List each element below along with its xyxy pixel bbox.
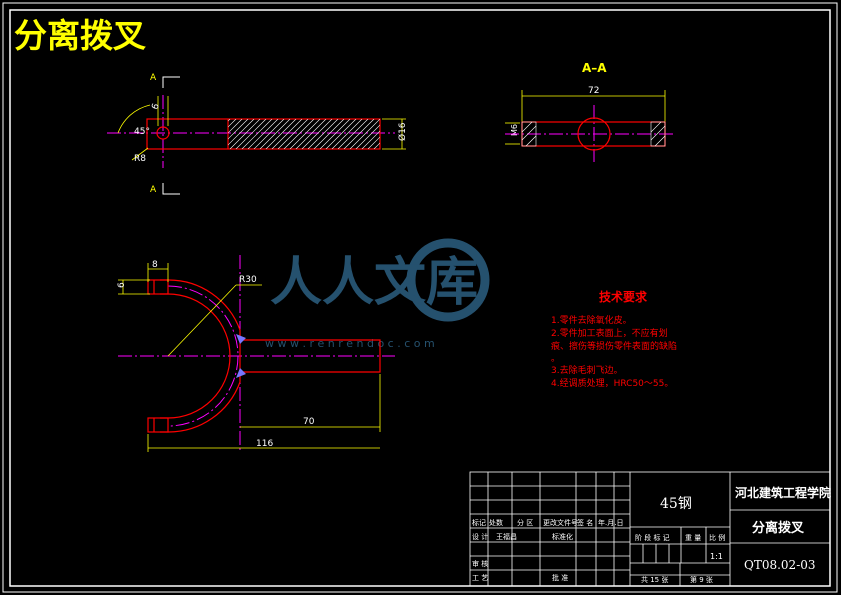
material: 45钢 <box>660 496 692 512</box>
tech-line-4: 。 <box>551 354 560 364</box>
tb-review-label: 审 核 <box>472 559 488 568</box>
watermark-logo-icon <box>406 238 490 322</box>
section-mark-bottom: A <box>150 185 157 195</box>
tech-heading: 技术要求 <box>599 289 648 304</box>
tb-label-change: 更改文件号 <box>543 518 578 527</box>
tech-line-2: 2.零件加工表面上，不应有划 <box>551 327 668 339</box>
tb-std-label: 标准化 <box>552 532 573 541</box>
dim-dia16: Ø16 <box>397 122 408 141</box>
watermark: 人人文库 w w w . r e n r e n d o c . c o m <box>265 238 490 350</box>
watermark-text: 人人文库 <box>270 253 478 313</box>
tb-approve-label: 批 准 <box>552 573 568 582</box>
tb-label-count: 处数 <box>489 518 503 527</box>
watermark-url: w w w . r e n r e n d o c . c o m <box>265 337 435 350</box>
hatch-area <box>228 119 380 149</box>
dim-72: 72 <box>588 86 599 96</box>
weight-label: 重 量 <box>685 534 701 542</box>
pin-hole <box>156 126 170 140</box>
front-view: 8 6 R30 70 116 <box>117 255 395 452</box>
dim-r8: R8 <box>134 154 146 164</box>
section-bore <box>577 117 611 151</box>
dim-hole-6: 6 <box>150 102 161 111</box>
dim-r30: R30 <box>239 275 257 285</box>
dim-70: 70 <box>303 417 315 427</box>
stage-label: 阶 段 标 记 <box>635 533 670 542</box>
tb-label-date: 年.月.日 <box>598 518 623 527</box>
section-marks <box>162 76 180 195</box>
tech-line-3: 痕、擦伤等损伤零件表面的缺陷 <box>551 340 677 352</box>
tech-line-1: 1.零件去除氧化皮。 <box>551 314 632 326</box>
title-block-text: 45钢 河北建筑工程学院 分离拨叉 QT08.02-03 1:1 阶 段 标 记… <box>472 485 831 584</box>
tech-line-6: 4.经调质处理，HRC50～55。 <box>551 377 673 389</box>
dim-m6: M6 <box>510 124 519 136</box>
school-name: 河北建筑工程学院 <box>734 485 831 500</box>
tb-label-mark: 标记 <box>472 518 486 527</box>
top-view: A A 6 45° R8 Ø16 <box>107 73 408 195</box>
tb-label-sign: 签 名 <box>577 518 593 527</box>
section-mark-top: A <box>150 73 157 83</box>
dim-116: 116 <box>256 439 273 449</box>
part-name: 分离拨叉 <box>752 520 805 536</box>
tb-label-zone: 分 区 <box>517 518 533 527</box>
drawing-title: 分离拨叉 <box>14 16 146 55</box>
tb-designer: 王福昌 <box>496 532 517 541</box>
drawing-number: QT08.02-03 <box>744 558 816 572</box>
sheet-total: 共 15 张 <box>641 575 668 584</box>
inner-frame <box>9 9 831 587</box>
title-block <box>469 471 831 587</box>
front-dims <box>118 263 381 452</box>
dim-angle: 45° <box>134 127 150 137</box>
tech-line-5: 3.去除毛刺飞边。 <box>551 364 623 376</box>
section-view: A–A 72 M6 <box>505 61 676 162</box>
scale: 1:1 <box>710 552 723 561</box>
sheet-number: 第 9 张 <box>690 575 713 584</box>
fork-outline <box>147 279 381 433</box>
rod-outline <box>146 118 381 150</box>
tb-process-label: 工 艺 <box>472 574 488 582</box>
scale-label: 比 例 <box>709 533 725 542</box>
tb-designer-label: 设 计 <box>472 532 488 541</box>
dim-w8: 8 <box>152 260 158 270</box>
dim-h6: 6 <box>117 282 127 288</box>
section-title: A–A <box>582 61 607 75</box>
tech-requirements: 技术要求 1.零件去除氧化皮。 2.零件加工表面上，不应有划 痕、擦伤等损伤零件… <box>551 289 677 389</box>
top-dims <box>117 96 406 161</box>
